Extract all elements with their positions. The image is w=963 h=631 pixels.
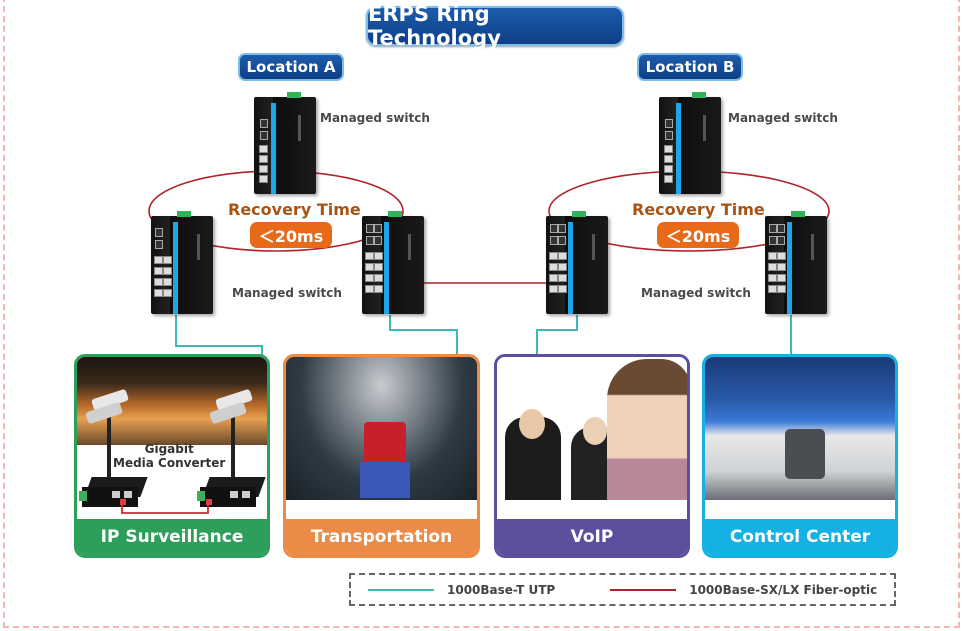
- dashed-page-border: [3, 0, 960, 628]
- managed-switch-b-right: [765, 211, 827, 314]
- camera-pole-left: [107, 400, 111, 490]
- media-converter-label-line1: Gigabit: [144, 442, 194, 456]
- utp-link-transportation: [389, 315, 458, 360]
- switch-label-b-top: Managed switch: [728, 111, 838, 125]
- app-label-ip-surveillance: IP Surveillance: [77, 519, 267, 555]
- managed-switch-a-left: [151, 211, 213, 314]
- control-room-image: [705, 357, 895, 500]
- train-station-image: [286, 357, 477, 500]
- legend-fiber-label: 1000Base-SX/LX Fiber-optic: [689, 582, 878, 597]
- location-a-badge: Location A: [238, 53, 344, 81]
- legend-fiber-swatch: [610, 588, 677, 591]
- managed-switch-b-left: [546, 211, 608, 314]
- media-converter-right: [197, 477, 266, 507]
- app-label-control-center: Control Center: [705, 519, 895, 555]
- utp-link-voip: [536, 315, 578, 370]
- app-card-control-center: Control Center: [702, 354, 898, 558]
- recovery-time-label-a: Recovery Time: [228, 200, 361, 219]
- managed-switch-a-top: [254, 92, 316, 194]
- camera-icon-right: [209, 388, 258, 425]
- media-converter-left: [79, 477, 148, 507]
- recovery-time-label-b: Recovery Time: [632, 200, 765, 219]
- location-b-badge: Location B: [637, 53, 743, 81]
- legend-utp-swatch: [368, 588, 434, 591]
- call-center-image: [497, 357, 687, 500]
- switch-label-a-bottom: Managed switch: [232, 286, 342, 300]
- media-converter-label-line2: Media Converter: [113, 456, 226, 470]
- app-card-transportation: Transportation: [283, 354, 480, 558]
- recovery-time-value-a: ＜20ms: [250, 222, 332, 248]
- legend: 1000Base-T UTP 1000Base-SX/LX Fiber-opti…: [349, 573, 896, 606]
- managed-switch-a-right: [362, 211, 424, 314]
- camera-pole-right: [231, 400, 235, 488]
- recovery-time-value-b: ＜20ms: [657, 222, 739, 248]
- media-converter-label: Gigabit Media Converter: [113, 442, 225, 470]
- legend-utp-label: 1000Base-T UTP: [447, 582, 556, 597]
- switch-label-b-bottom: Managed switch: [641, 286, 751, 300]
- switch-label-a-top: Managed switch: [320, 111, 430, 125]
- app-label-voip: VoIP: [497, 519, 687, 555]
- managed-switch-b-top: [659, 92, 721, 194]
- page-title: ERPS Ring Technology: [366, 2, 624, 50]
- camera-icon-left: [85, 388, 134, 425]
- app-card-voip: VoIP: [494, 354, 690, 558]
- app-label-transportation: Transportation: [286, 519, 477, 555]
